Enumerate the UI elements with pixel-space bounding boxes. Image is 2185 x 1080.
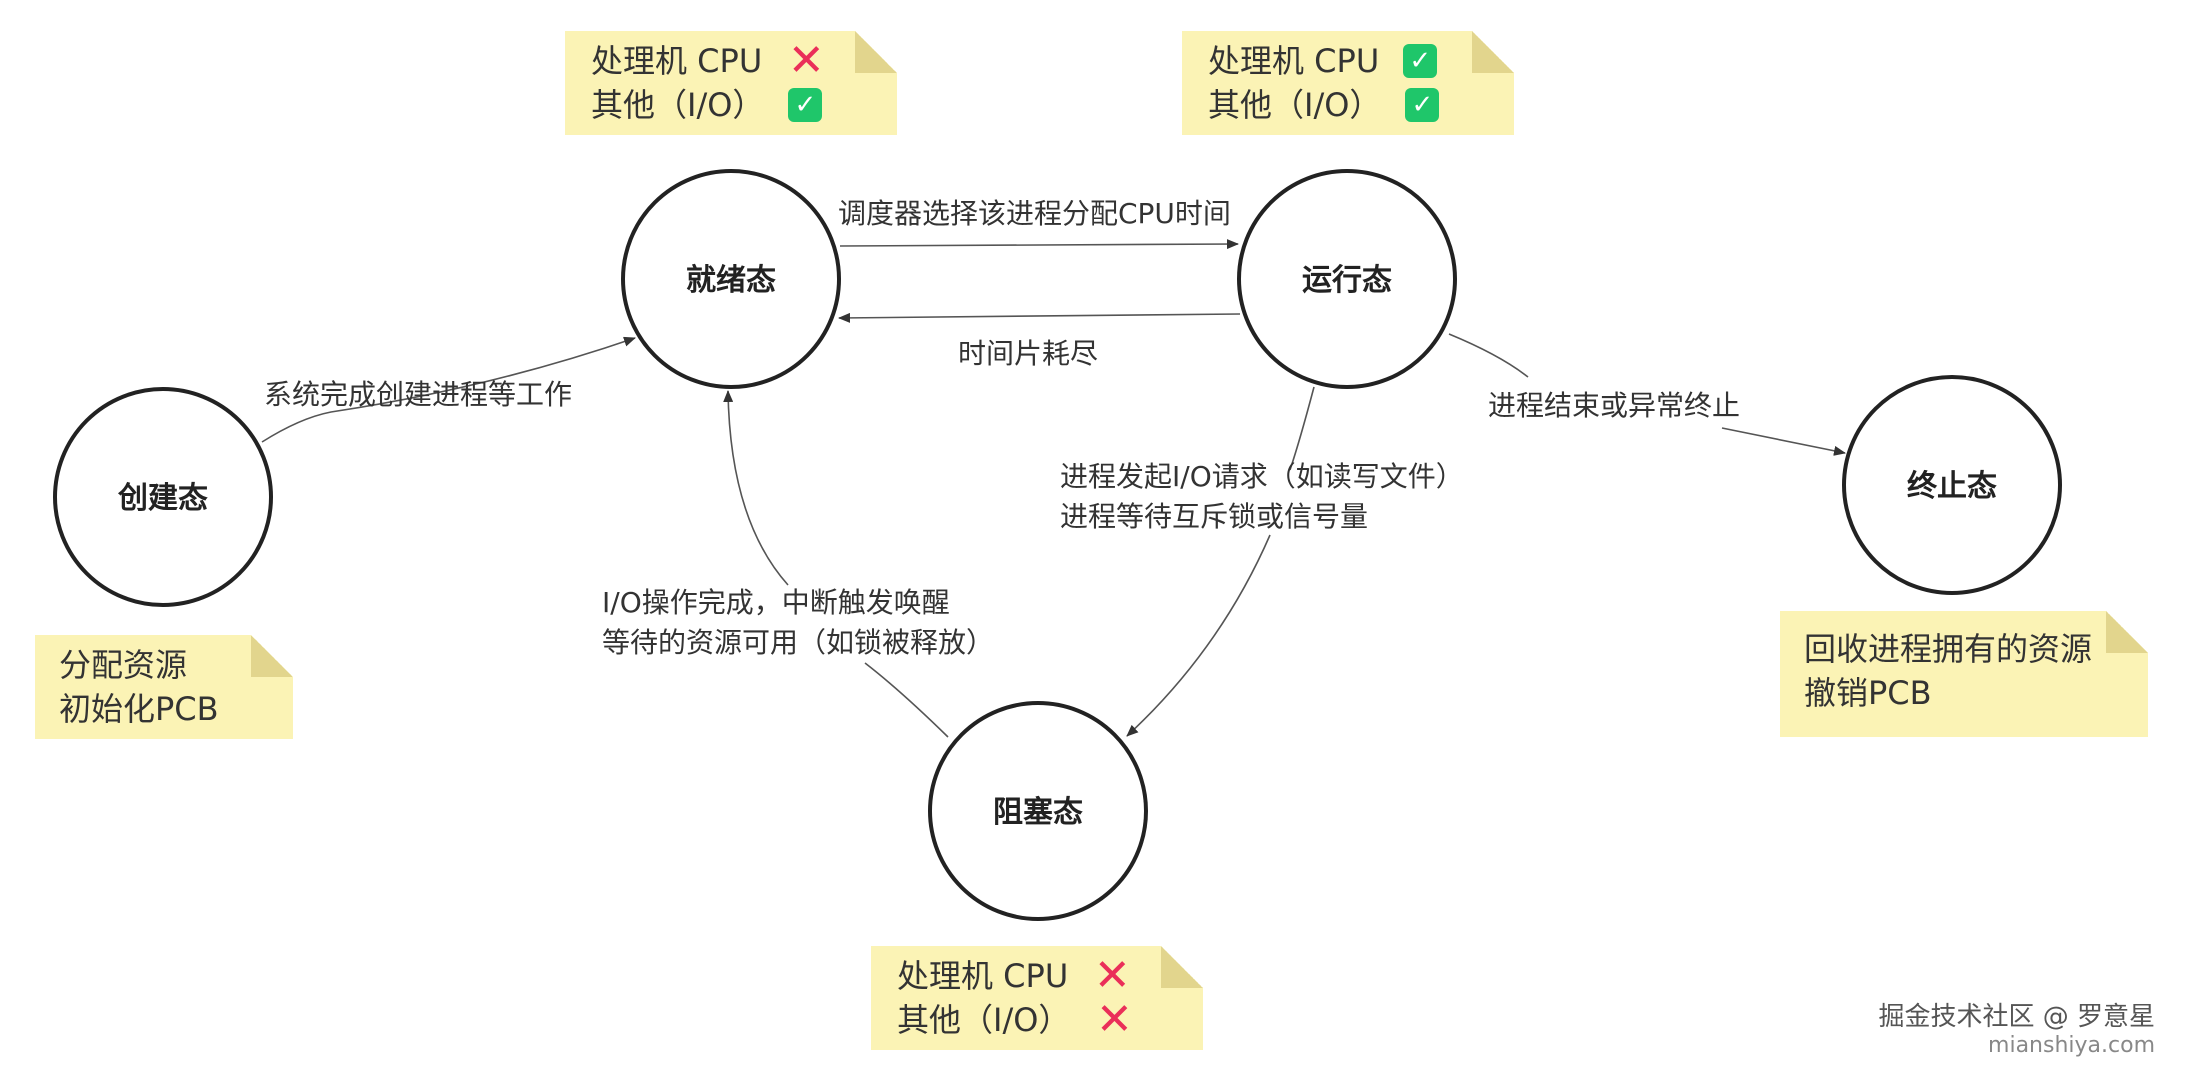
label-running-to-blocked-2: 进程等待互斥锁或信号量 bbox=[1060, 500, 1368, 533]
check-icon: ✓ bbox=[1405, 88, 1439, 122]
label-running-to-terminated: 进程结束或异常终止 bbox=[1488, 389, 1740, 422]
edge-running-to-terminated bbox=[1448, 333, 1845, 453]
note-terminated-line2: 撤销PCB bbox=[1804, 674, 1932, 712]
note-blocked-cpu-label: 处理机 CPU bbox=[897, 957, 1069, 995]
note-running-cpu-label: 处理机 CPU bbox=[1208, 42, 1380, 80]
cross-icon: ✕ bbox=[1093, 950, 1131, 1001]
edge-running-to-ready bbox=[838, 312, 1241, 323]
watermark: 掘金技术社区 @ 罗意星 mianshiya.com bbox=[1878, 996, 2155, 1058]
watermark-sub: mianshiya.com bbox=[1988, 1033, 2155, 1058]
label-running-to-ready: 时间片耗尽 bbox=[958, 337, 1098, 370]
state-running: 运行态 bbox=[1237, 169, 1457, 389]
state-running-label: 运行态 bbox=[1302, 263, 1392, 298]
state-terminated-label: 终止态 bbox=[1907, 469, 1997, 504]
note-blocked-io-label: 其他（I/O） bbox=[897, 1001, 1071, 1039]
label-create-to-ready: 系统完成创建进程等工作 bbox=[264, 378, 572, 411]
note-ready-io-label: 其他（I/O） bbox=[591, 86, 765, 124]
note-blocked-cpu-line: 处理机 CPU ✕ bbox=[897, 954, 1134, 998]
note-running-resources: 处理机 CPU ✓ 其他（I/O） ✓ bbox=[1182, 31, 1514, 135]
note-running-io-label: 其他（I/O） bbox=[1208, 86, 1382, 124]
note-blocked-resources: 处理机 CPU ✕ 其他（I/O） ✕ bbox=[871, 946, 1203, 1050]
note-create-line1: 分配资源 bbox=[59, 646, 188, 684]
cross-icon: ✕ bbox=[1095, 994, 1133, 1045]
note-terminated-actions: 回收进程拥有的资源 撤销PCB bbox=[1780, 611, 2148, 737]
state-ready: 就绪态 bbox=[621, 169, 841, 389]
state-blocked-label: 阻塞态 bbox=[993, 795, 1083, 830]
edge-blocked-to-ready bbox=[728, 391, 949, 738]
note-create-line2: 初始化PCB bbox=[59, 690, 219, 728]
edge-ready-to-running bbox=[839, 239, 1239, 250]
note-running-cpu-line: 处理机 CPU ✓ bbox=[1208, 39, 1439, 83]
state-create-label: 创建态 bbox=[117, 481, 208, 516]
note-ready-cpu-label: 处理机 CPU bbox=[591, 42, 763, 80]
note-create-actions: 分配资源 初始化PCB bbox=[35, 635, 293, 739]
note-ready-cpu-line: 处理机 CPU ✕ bbox=[591, 39, 826, 83]
state-terminated: 终止态 bbox=[1842, 375, 2062, 595]
label-blocked-to-ready-1: I/O操作完成，中断触发唤醒 bbox=[602, 586, 950, 619]
label-blocked-to-ready-2: 等待的资源可用（如锁被释放） bbox=[602, 626, 994, 659]
note-ready-resources: 处理机 CPU ✕ 其他（I/O） ✓ bbox=[565, 31, 897, 135]
label-running-to-blocked-1: 进程发起I/O请求（如读写文件） bbox=[1060, 460, 1464, 493]
watermark-main: 掘金技术社区 @ 罗意星 bbox=[1878, 1002, 2155, 1032]
edge-running-to-blocked bbox=[1127, 386, 1315, 736]
state-blocked: 阻塞态 bbox=[928, 701, 1148, 921]
check-icon: ✓ bbox=[788, 88, 822, 122]
edge-create-to-ready bbox=[261, 336, 636, 443]
label-ready-to-running: 调度器选择该进程分配CPU时间 bbox=[838, 197, 1231, 230]
note-blocked-io-line: 其他（I/O） ✕ bbox=[897, 998, 1134, 1042]
note-terminated-line1: 回收进程拥有的资源 bbox=[1804, 630, 2093, 668]
cross-icon: ✕ bbox=[787, 35, 825, 86]
check-icon: ✓ bbox=[1403, 44, 1437, 78]
state-ready-label: 就绪态 bbox=[686, 263, 776, 298]
state-create: 创建态 bbox=[53, 387, 273, 607]
note-ready-io-line: 其他（I/O） ✓ bbox=[591, 83, 826, 127]
note-running-io-line: 其他（I/O） ✓ bbox=[1208, 83, 1439, 127]
